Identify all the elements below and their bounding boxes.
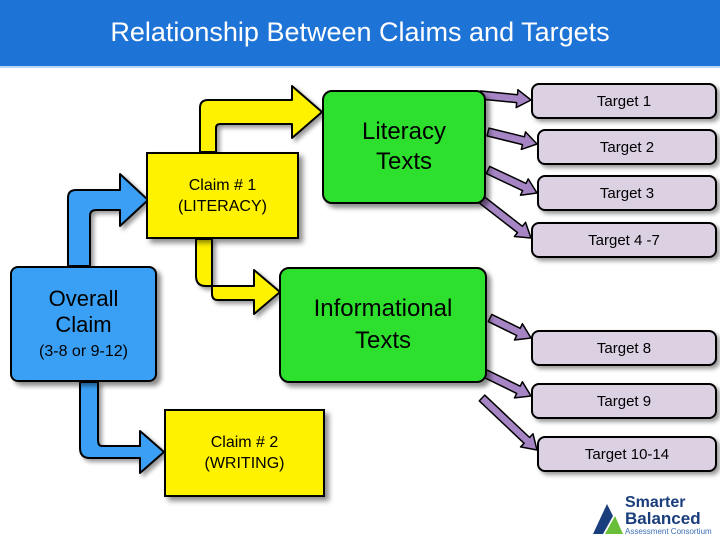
target-8-box: Target 8 <box>531 330 717 366</box>
target-1-label: Target 1 <box>596 92 652 110</box>
target-10-14-label: Target 10-14 <box>584 445 670 463</box>
target-10-14-box: Target 10-14 <box>537 436 717 472</box>
informational-texts-box: Informational Texts <box>279 267 487 383</box>
logo-line3: Assessment Consortium <box>625 527 712 536</box>
arrow-overall-to-claim2 <box>79 381 165 474</box>
target-2-box: Target 2 <box>537 129 717 165</box>
arrow-to-target-10-14 <box>478 394 538 451</box>
overall-claim-line2: Claim <box>55 312 112 337</box>
arrow-to-target-3 <box>485 165 538 196</box>
title-bar: Relationship Between Claims and Targets <box>0 0 720 66</box>
claim2-title: Claim # 2 <box>210 434 279 451</box>
target-3-box: Target 3 <box>537 175 717 211</box>
arrow-to-target-1 <box>478 88 532 109</box>
target-2-label: Target 2 <box>599 138 655 156</box>
logo-mark-icon <box>593 504 623 534</box>
literacy-texts-line2: Texts <box>375 148 432 175</box>
logo-line1: Smarter <box>625 494 686 511</box>
claim2-subtitle: (WRITING) <box>204 455 285 472</box>
claim1-box: Claim # 1 (LITERACY) <box>146 152 299 239</box>
target-9-box: Target 9 <box>531 383 717 419</box>
claim1-title: Claim # 1 <box>188 176 257 194</box>
arrow-to-target-9 <box>479 367 532 399</box>
target-8-label: Target 8 <box>596 339 652 357</box>
arrow-to-target-2 <box>486 127 538 151</box>
literacy-texts-box: Literacy Texts <box>322 90 486 204</box>
overall-claim-box: Overall Claim (3-8 or 9-12) <box>10 266 157 382</box>
target-1-box: Target 1 <box>531 83 717 119</box>
arrow-claim1-to-informational <box>195 238 281 315</box>
arrow-claim1-to-literacy <box>199 85 323 153</box>
overall-claim-grades: (3-8 or 9-12) <box>39 343 128 360</box>
page-title: Relationship Between Claims and Targets <box>110 17 610 47</box>
target-4-7-label: Target 4 -7 <box>588 231 660 249</box>
overall-claim-line1: Overall <box>48 286 119 311</box>
arrow-overall-to-claim1 <box>67 173 149 267</box>
target-3-label: Target 3 <box>599 184 655 202</box>
header-divider <box>0 66 720 68</box>
target-4-7-box: Target 4 -7 <box>531 222 717 258</box>
smarter-balanced-logo: Smarter Balanced Assessment Consortium <box>589 494 719 540</box>
claim2-box: Claim # 2 (WRITING) <box>164 409 325 497</box>
arrow-to-target-8 <box>487 313 532 341</box>
logo-line2: Balanced <box>625 509 701 528</box>
target-9-label: Target 9 <box>596 392 652 410</box>
literacy-texts-line1: Literacy <box>361 118 447 145</box>
informational-texts-line2: Texts <box>354 327 411 354</box>
claim1-subtitle: (LITERACY) <box>178 197 267 215</box>
informational-texts-line1: Informational <box>313 295 453 322</box>
arrow-to-target-4-7 <box>478 196 532 239</box>
